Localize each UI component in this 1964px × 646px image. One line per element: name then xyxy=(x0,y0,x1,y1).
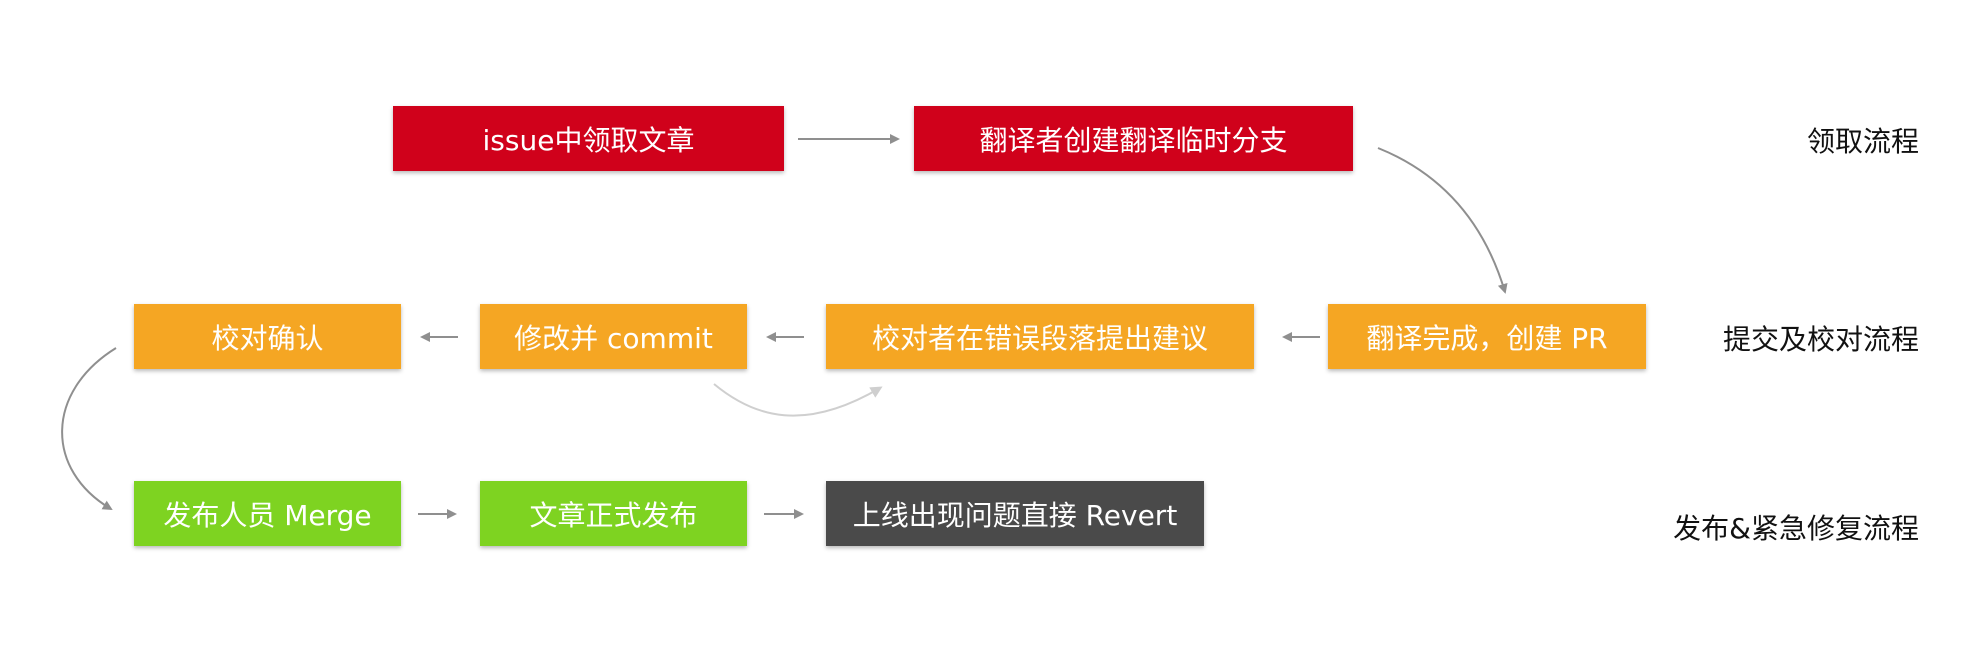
arrow-branch-to-pr xyxy=(1377,147,1508,294)
node-claim-issue: issue中领取文章 xyxy=(393,106,784,171)
node-confirm: 校对确认 xyxy=(134,304,401,369)
arrow-commit-loop xyxy=(713,383,883,417)
stage-label-claim: 领取流程 xyxy=(1806,125,1919,158)
stage-label-publish: 发布&紧急修复流程 xyxy=(1673,512,1919,545)
node-review-suggest: 校对者在错误段落提出建议 xyxy=(826,304,1254,369)
node-revert: 上线出现问题直接 Revert xyxy=(826,481,1204,546)
stage-label-review: 提交及校对流程 xyxy=(1722,323,1919,356)
node-edit-commit: 修改并 commit xyxy=(480,304,747,369)
node-publish-article: 文章正式发布 xyxy=(480,481,747,546)
arrow-confirm-to-merge xyxy=(61,347,117,511)
node-merge: 发布人员 Merge xyxy=(134,481,401,546)
node-create-branch: 翻译者创建翻译临时分支 xyxy=(914,106,1353,171)
node-create-pr: 翻译完成，创建 PR xyxy=(1328,304,1646,369)
